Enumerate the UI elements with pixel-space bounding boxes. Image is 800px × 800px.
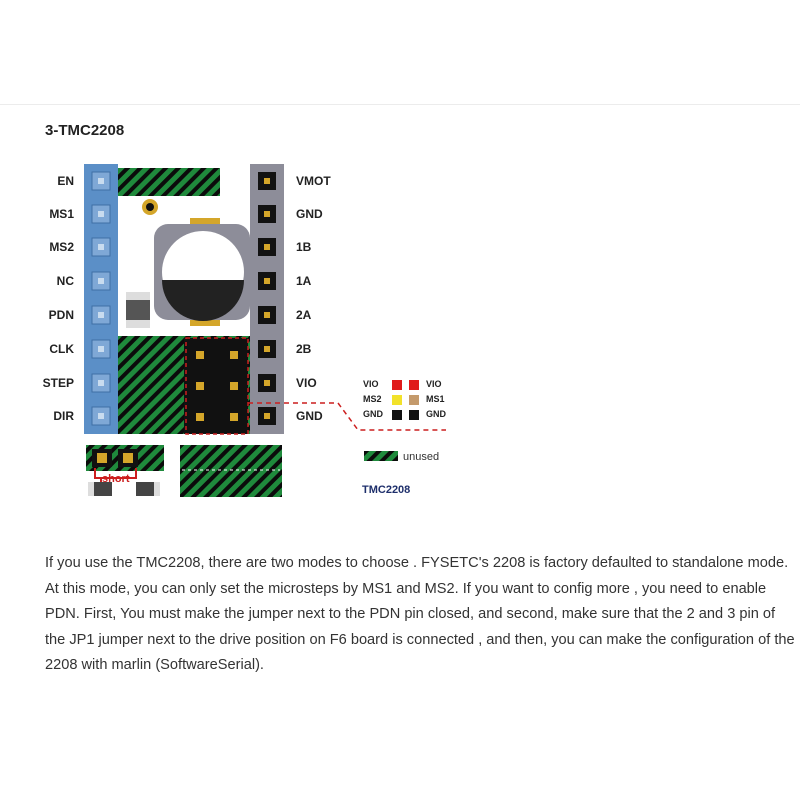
top-green-block <box>118 168 220 196</box>
legend-label-right: MS1 <box>426 394 445 404</box>
legend-swatch-left <box>392 395 402 405</box>
legend-swatch-right <box>409 380 419 390</box>
short-jumper-marker <box>94 468 137 479</box>
legend-label-left: VIO <box>363 379 379 389</box>
left-pin-label: MS1 <box>49 207 74 221</box>
jumper-pin <box>196 413 204 421</box>
legend-swatch-right <box>409 395 419 405</box>
top-bar <box>0 0 800 105</box>
left-pin-label: MS2 <box>49 240 74 254</box>
left-pin-center <box>98 346 104 352</box>
right-pin-label: GND <box>296 409 323 423</box>
left-pin-center <box>98 312 104 318</box>
jumper-pin <box>230 351 238 359</box>
left-pin-center <box>98 178 104 184</box>
left-pin-center <box>98 244 104 250</box>
legend-swatch-left <box>392 410 402 420</box>
right-pin-label: GND <box>296 207 323 221</box>
right-pin-label: 2A <box>296 308 312 322</box>
legend-label-right: VIO <box>426 379 442 389</box>
right-pin-header <box>250 164 284 434</box>
right-pin-label: VIO <box>296 376 317 390</box>
left-pin-label: PDN <box>48 308 74 322</box>
left-pin-center <box>98 413 104 419</box>
left-pads <box>91 171 111 426</box>
right-pin-center <box>264 346 270 352</box>
jumper-pads <box>196 351 238 421</box>
jumper-legend <box>392 380 419 420</box>
chip-label: TMC2208 <box>362 484 411 496</box>
legend-label-right: GND <box>426 409 446 419</box>
right-pads <box>258 172 276 425</box>
legend-label-left: GND <box>363 409 383 419</box>
right-pin-center <box>264 312 270 318</box>
jumper-pin <box>230 382 238 390</box>
right-pin-label: 2B <box>296 342 312 356</box>
left-pin-label: CLK <box>49 342 74 356</box>
callout-line <box>248 402 446 431</box>
section-title: 3-TMC2208 <box>45 122 125 139</box>
left-pin-center <box>98 380 104 386</box>
left-pin-center <box>98 278 104 284</box>
jumper-pin <box>230 413 238 421</box>
left-pin-center <box>98 211 104 217</box>
right-pin-label: 1B <box>296 240 312 254</box>
jumper-pin <box>196 382 204 390</box>
right-pin-center <box>264 244 270 250</box>
left-pin-label: EN <box>57 174 74 188</box>
left-pin-label: DIR <box>53 409 74 423</box>
right-pin-label: VMOT <box>296 174 331 188</box>
jumper-pin <box>196 351 204 359</box>
left-pin-label: NC <box>56 274 74 288</box>
bottom-green-block <box>180 445 282 497</box>
right-pin-center <box>264 278 270 284</box>
right-pin-center <box>264 413 270 419</box>
unused-label: unused <box>403 451 440 463</box>
jumper-block <box>184 338 248 434</box>
legend-label-left: MS2 <box>363 394 382 404</box>
description-paragraph: If you use the TMC2208, there are two mo… <box>45 555 795 673</box>
short-label: short <box>102 473 130 485</box>
legend-swatch-left <box>392 380 402 390</box>
right-pin-center <box>264 380 270 386</box>
left-pin-label: STEP <box>42 376 74 390</box>
right-pin-label: 1A <box>296 274 312 288</box>
jumper-outline <box>185 337 249 435</box>
legend-swatch-right <box>409 410 419 420</box>
right-pin-center <box>264 178 270 184</box>
unused-swatch <box>364 451 398 461</box>
right-pin-center <box>264 211 270 217</box>
